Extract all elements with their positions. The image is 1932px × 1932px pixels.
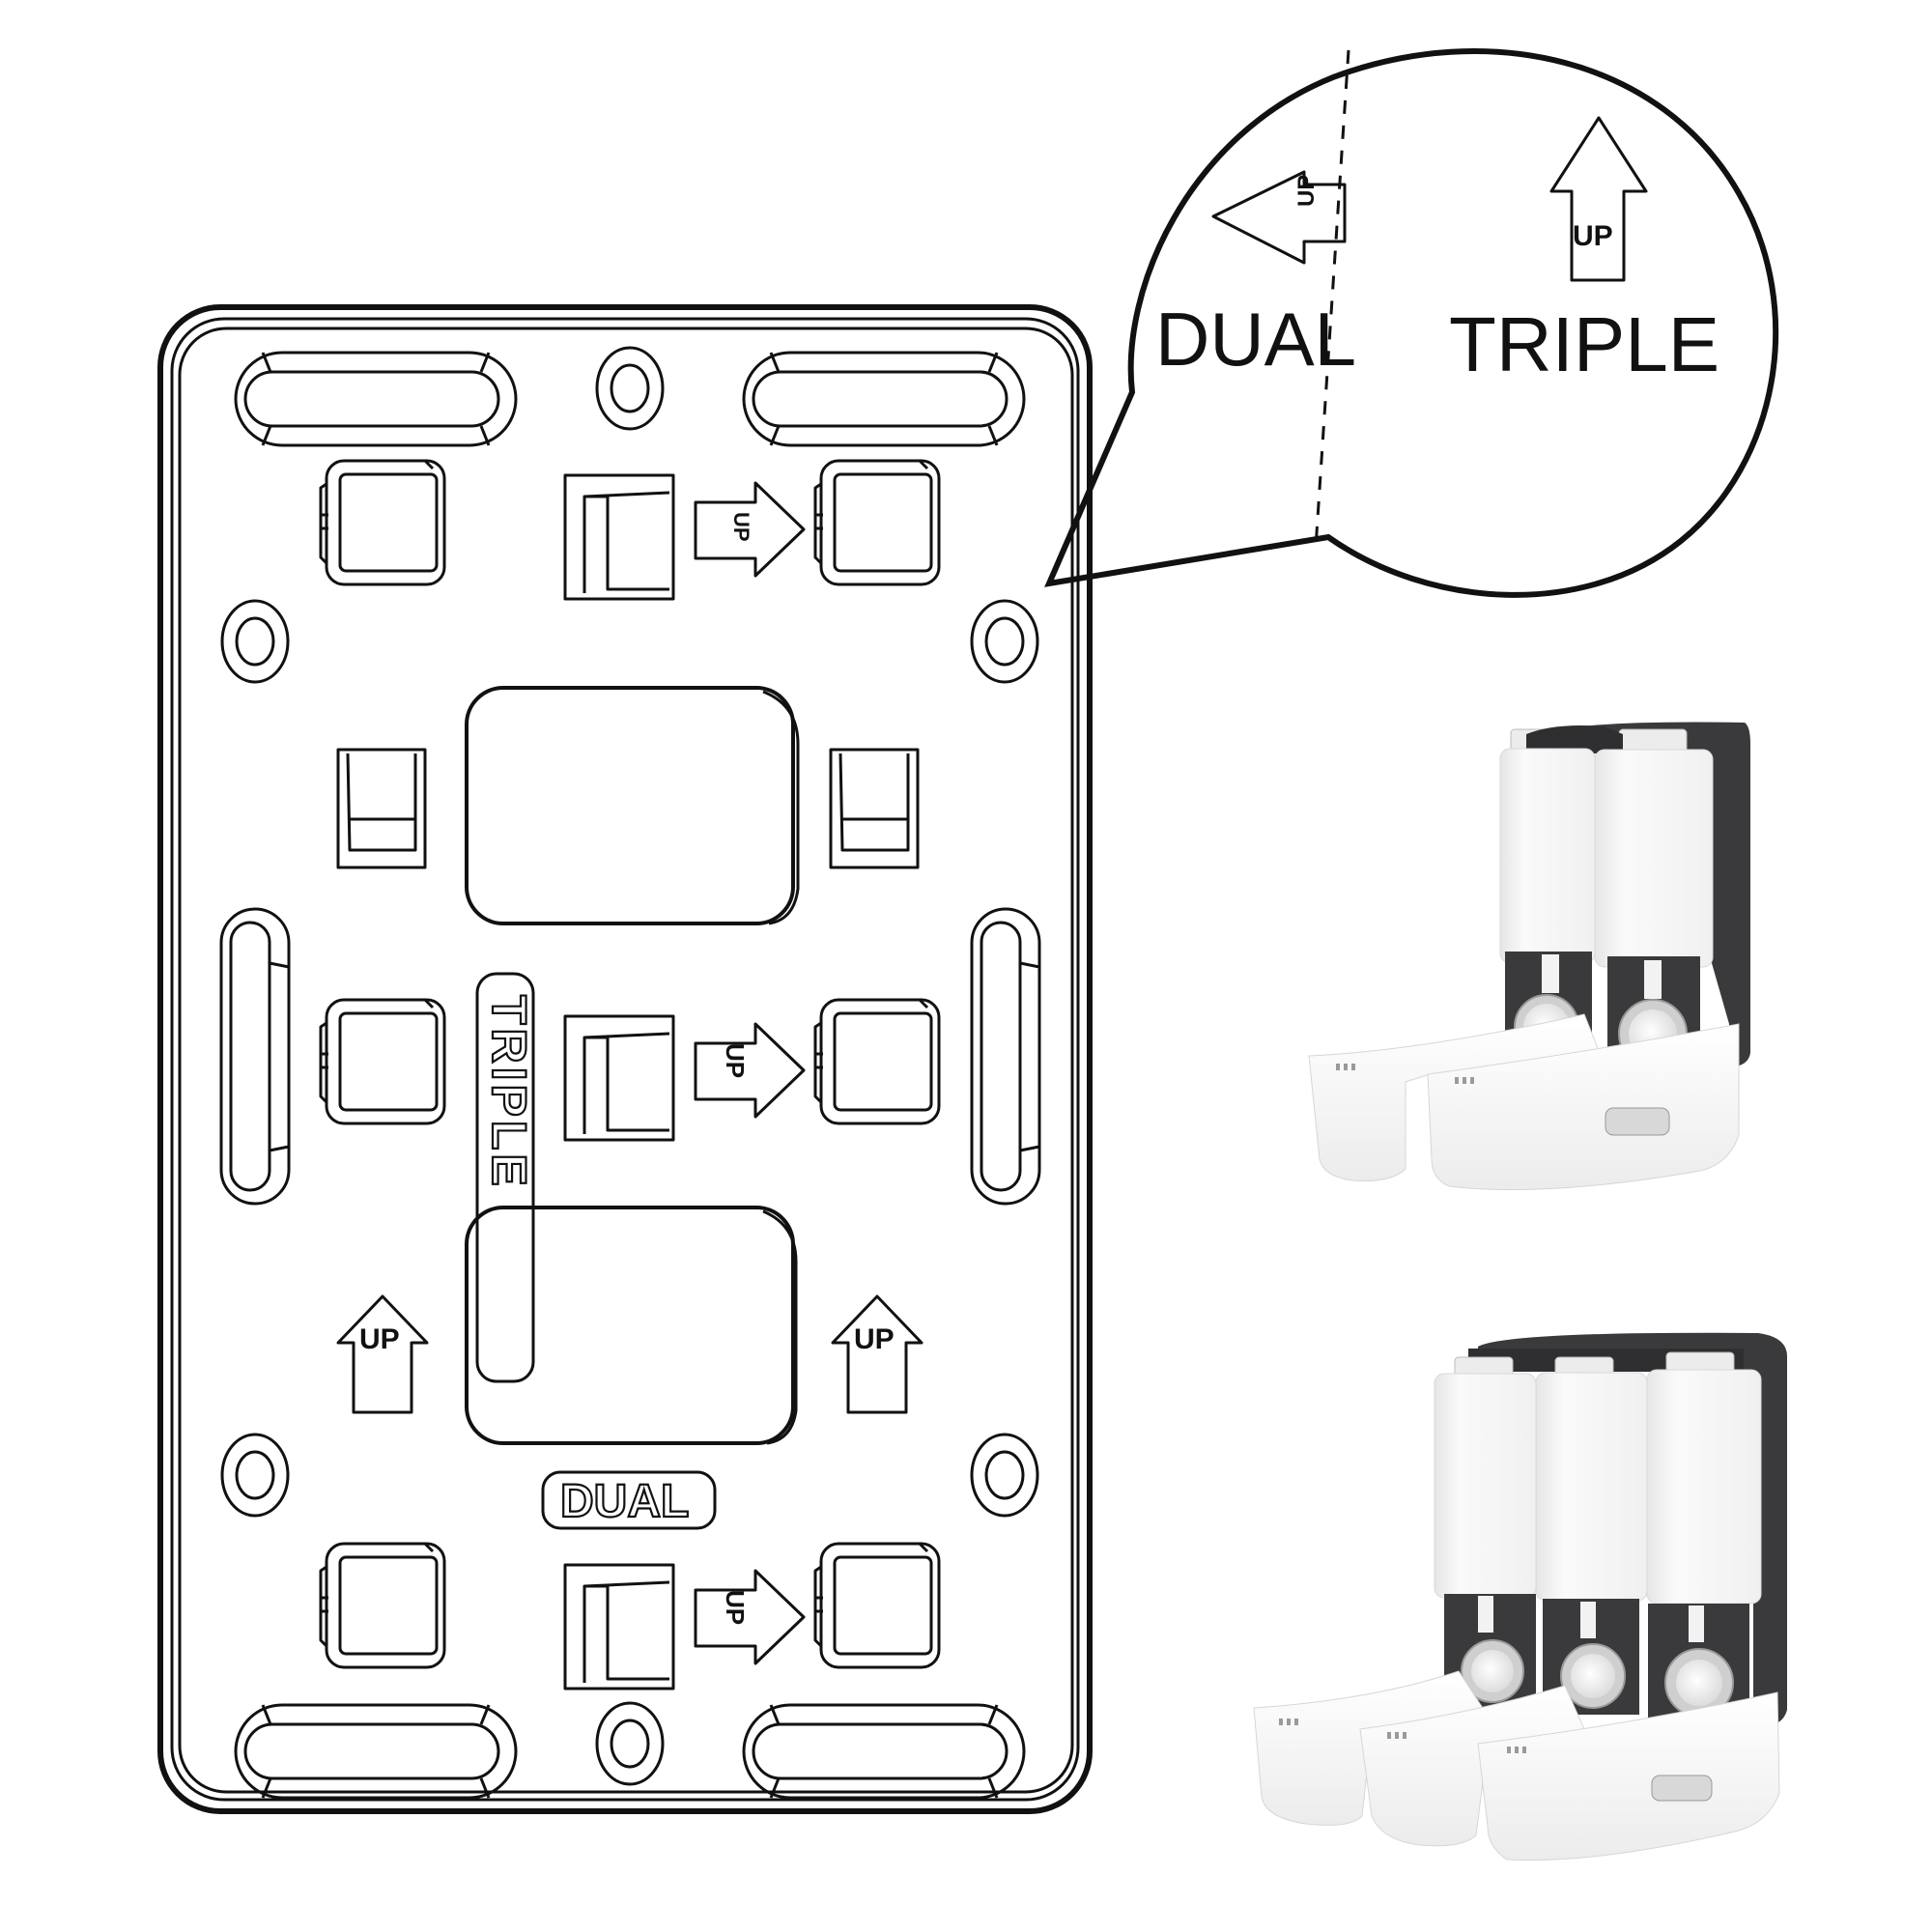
callout-divider [1314,49,1350,549]
left-screw-hole [220,599,290,684]
tab-slot [563,1014,675,1142]
triple-label: TRIPLE [482,995,536,1190]
right-lower-screw-hole [970,1433,1039,1518]
right-vertical-slot [970,907,1041,1206]
clip-block [813,1542,941,1669]
top-center-screw-hole [595,346,665,431]
triple-label-badge: TRIPLE [475,972,537,1383]
clip-block [319,1542,446,1669]
dual-dispenser-image [1308,722,1750,1191]
left-lower-screw-hole [220,1433,290,1518]
up-arrow-label: UP [854,1323,895,1355]
dual-arrow-label: UP [1293,175,1320,207]
callout-bubble: UP DUAL UP TRIPLE [1044,48,1779,598]
clip-block [319,998,446,1125]
bottom-left-slot [234,1703,518,1800]
arrow-up-label: UP [729,512,753,542]
bottom-right-slot [742,1703,1026,1800]
right-screw-hole [970,599,1039,684]
dual-left-arrow-icon [1211,170,1347,265]
callout-dual-label: DUAL [1155,297,1356,382]
clip-block [813,459,941,586]
up-arrow-label: UP [359,1323,400,1355]
left-side-tab [336,748,427,869]
triple-up-arrow-icon [1549,116,1648,282]
tab-slot [563,1563,675,1690]
right-side-tab [829,748,920,869]
bottom-center-screw-hole [595,1701,665,1786]
mounting-plate: UP TRIPLE UP [157,304,1093,1814]
callout-triple-label: TRIPLE [1449,301,1719,387]
dual-label: DUAL [560,1476,689,1527]
clip-block [319,459,446,586]
dual-label-badge: DUAL [541,1470,717,1530]
top-left-slot [234,351,518,447]
top-right-slot [742,351,1026,447]
left-vertical-slot [219,907,291,1206]
upper-window [465,686,795,925]
triple-arrow-label: UP [1573,220,1613,252]
lower-window [465,1206,795,1445]
arrow-up-label: UP [721,1043,750,1078]
triple-dispenser-image [1253,1332,1787,1861]
tab-slot [563,473,675,601]
arrow-up-label: UP [721,1590,750,1625]
clip-block [813,998,941,1125]
